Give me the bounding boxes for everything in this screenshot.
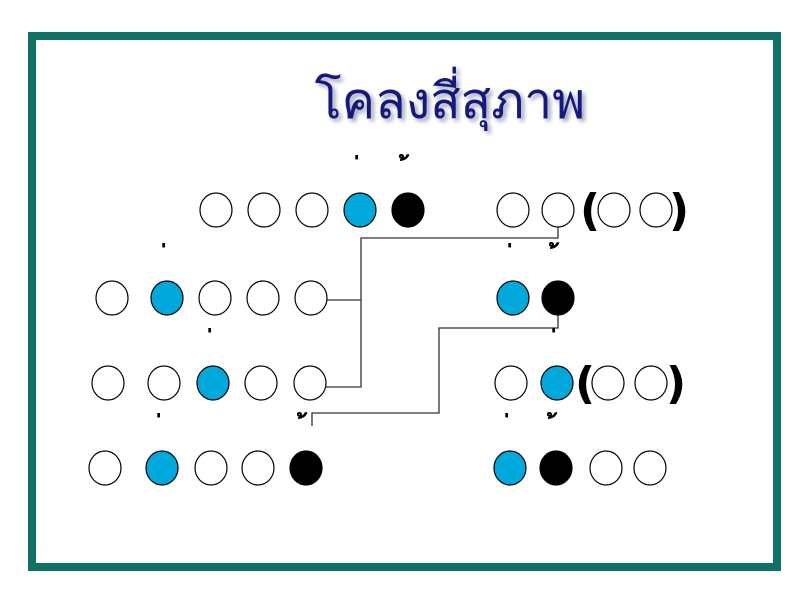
rhyme-link-line bbox=[311, 315, 559, 426]
line1-second-half-syllable bbox=[541, 192, 575, 228]
mai-tho-mark: ้ bbox=[548, 241, 560, 249]
rhyme-link-line bbox=[326, 227, 559, 388]
line3-first-half-ek-syllable bbox=[196, 365, 230, 401]
line1-optional-syllable bbox=[639, 192, 673, 228]
line2-first-half-syllable bbox=[95, 280, 129, 316]
mai-tho-mark: ้ bbox=[296, 411, 308, 419]
line1-first-half-syllable bbox=[199, 192, 233, 228]
line3-first-half-syllable bbox=[91, 365, 125, 401]
open-paren: ( bbox=[575, 358, 595, 409]
line2-second-half-tho-syllable bbox=[541, 280, 575, 316]
line4-second-half-syllable bbox=[633, 450, 667, 486]
mai-ek-mark: ่ bbox=[157, 412, 161, 418]
slide-title: โคลงสี่สุภาพ bbox=[314, 72, 586, 130]
line3-second-half-syllable bbox=[494, 365, 528, 401]
line2-first-half-syllable bbox=[198, 280, 232, 316]
line4-first-half-syllable bbox=[241, 450, 275, 486]
line2-second-half-ek-syllable bbox=[496, 280, 530, 316]
line4-first-half-syllable bbox=[194, 450, 228, 486]
line3-first-half-syllable bbox=[244, 365, 278, 401]
line4-first-half-tho-syllable bbox=[289, 450, 323, 486]
line4-first-half-ek-syllable bbox=[145, 450, 179, 486]
line4-second-half-syllable bbox=[589, 450, 623, 486]
mai-ek-mark: ่ bbox=[162, 242, 166, 248]
mai-ek-mark: ่ bbox=[208, 327, 212, 333]
line4-second-half-tho-syllable bbox=[539, 450, 573, 486]
line1-first-half-syllable bbox=[295, 192, 329, 228]
open-paren: ( bbox=[580, 185, 600, 236]
line2-first-half-syllable bbox=[294, 280, 328, 316]
slide-border bbox=[28, 32, 781, 571]
line1-optional-syllable bbox=[597, 192, 631, 228]
line1-second-half-syllable bbox=[496, 192, 530, 228]
line4-first-half-syllable bbox=[88, 450, 122, 486]
line2-first-half-syllable bbox=[246, 280, 280, 316]
mai-ek-mark: ่ bbox=[508, 242, 512, 248]
line3-optional-syllable bbox=[634, 365, 668, 401]
close-paren: ) bbox=[666, 358, 686, 409]
line1-first-half-tho-syllable bbox=[391, 192, 425, 228]
mai-tho-mark: ้ bbox=[398, 153, 410, 161]
close-paren: ) bbox=[669, 185, 689, 236]
line3-second-half-ek-syllable bbox=[540, 365, 574, 401]
mai-ek-mark: ่ bbox=[505, 412, 509, 418]
line3-optional-syllable bbox=[591, 365, 625, 401]
line3-first-half-syllable bbox=[147, 365, 181, 401]
mai-tho-mark: ้ bbox=[546, 411, 558, 419]
line2-first-half-ek-syllable bbox=[150, 280, 184, 316]
mai-ek-mark: ่ bbox=[355, 154, 359, 160]
line3-first-half-syllable bbox=[293, 365, 327, 401]
line1-first-half-syllable bbox=[247, 192, 281, 228]
line1-first-half-ek-syllable bbox=[343, 192, 377, 228]
line4-second-half-ek-syllable bbox=[493, 450, 527, 486]
